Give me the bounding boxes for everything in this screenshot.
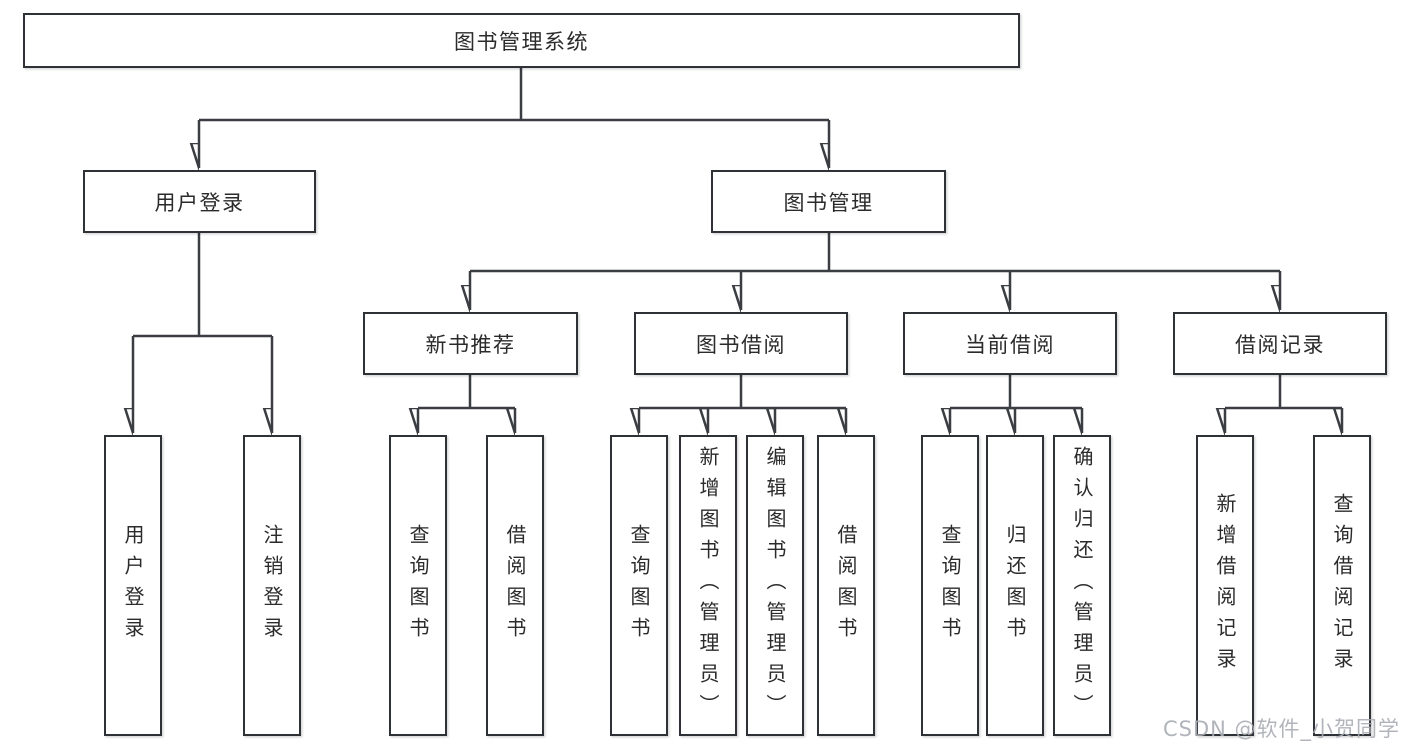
leaf-add-borrow-record-label: 新增借阅记录	[1213, 492, 1237, 679]
node-book-management: 图书管理	[711, 170, 946, 233]
leaf-borrow-books-1-label: 借阅图书	[503, 523, 527, 648]
leaf-add-books-admin-label: 新增图书（管理员）	[696, 446, 720, 725]
leaf-return-books: 归还图书	[986, 435, 1044, 736]
node-book-management-label: 图书管理	[783, 190, 874, 215]
node-user-login: 用户登录	[83, 170, 316, 233]
leaf-borrow-books-2-label: 借阅图书	[834, 523, 858, 648]
node-user-login-label: 用户登录	[154, 190, 245, 215]
node-borrow-records: 借阅记录	[1173, 312, 1387, 375]
leaf-confirm-return-admin: 确认归还（管理员）	[1053, 435, 1111, 736]
node-library-system-label: 图书管理系统	[454, 29, 589, 54]
leaf-query-books-2: 查询图书	[610, 435, 668, 736]
node-current-borrowing-label: 当前借阅	[965, 332, 1055, 357]
node-book-borrowing: 图书借阅	[634, 312, 848, 375]
leaf-edit-books-admin-label: 编辑图书（管理员）	[763, 446, 787, 725]
csdn-watermark: CSDN @软件_小贺同学	[1163, 717, 1401, 741]
node-book-borrowing-label: 图书借阅	[696, 332, 786, 357]
leaf-query-books-3: 查询图书	[921, 435, 979, 736]
node-new-book-recommend-label: 新书推荐	[425, 332, 516, 357]
leaf-query-books-1: 查询图书	[389, 435, 447, 736]
leaf-return-books-label: 归还图书	[1003, 523, 1027, 648]
leaf-query-borrow-record: 查询借阅记录	[1313, 435, 1371, 736]
leaf-user-login: 用户登录	[104, 435, 162, 736]
leaf-query-books-1-label: 查询图书	[406, 523, 430, 648]
leaf-query-borrow-record-label: 查询借阅记录	[1330, 492, 1354, 679]
leaf-logout-label: 注销登录	[260, 523, 284, 648]
leaf-confirm-return-admin-label: 确认归还（管理员）	[1070, 446, 1094, 725]
leaf-logout: 注销登录	[243, 435, 301, 736]
leaf-add-borrow-record: 新增借阅记录	[1196, 435, 1254, 736]
leaf-user-login-label: 用户登录	[121, 523, 145, 648]
node-new-book-recommend: 新书推荐	[363, 312, 578, 375]
node-current-borrowing: 当前借阅	[903, 312, 1117, 375]
leaf-query-books-3-label: 查询图书	[938, 523, 962, 648]
node-borrow-records-label: 借阅记录	[1235, 332, 1325, 357]
leaf-borrow-books-1: 借阅图书	[486, 435, 544, 736]
leaf-add-books-admin: 新增图书（管理员）	[679, 435, 737, 736]
leaf-query-books-2-label: 查询图书	[627, 523, 651, 648]
leaf-edit-books-admin: 编辑图书（管理员）	[746, 435, 804, 736]
leaf-borrow-books-2: 借阅图书	[817, 435, 875, 736]
node-library-system: 图书管理系统	[23, 13, 1020, 68]
